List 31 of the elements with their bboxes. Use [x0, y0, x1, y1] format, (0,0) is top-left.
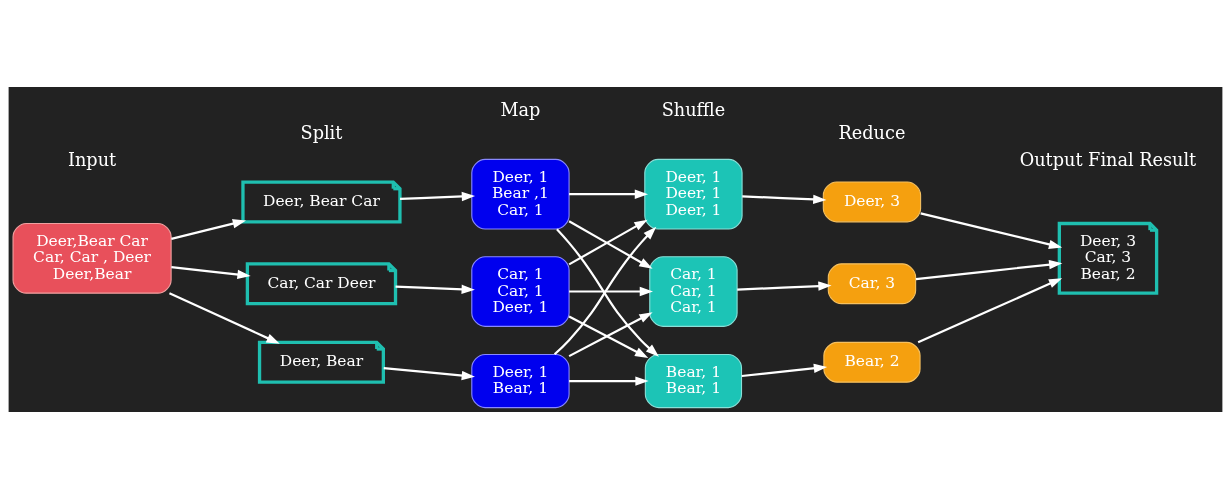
arrow	[171, 266, 251, 280]
node-box: Deer, 1 Deer, 1 Deer, 1	[644, 158, 743, 230]
label: Input	[67, 150, 117, 171]
node-box: Car, 1 Car, 1 Car, 1	[649, 256, 738, 327]
arrow	[569, 189, 649, 199]
arrow	[737, 281, 832, 291]
node-box: Deer,Bear Car Car, Car , Deer Deer,Bear	[12, 222, 172, 294]
node-box: Deer, 1 Bear ,1 Car, 1	[471, 158, 570, 230]
arrow	[569, 376, 649, 386]
arrow	[920, 212, 1063, 249]
arrow	[741, 363, 828, 378]
node-box: Car, 1 Car, 1 Deer, 1	[471, 256, 570, 327]
label: Output Final Result	[1019, 150, 1197, 171]
label: Reduce	[838, 122, 906, 143]
arrow	[742, 194, 827, 205]
label: Split	[300, 122, 343, 143]
node-box: Bear, 2	[823, 341, 921, 383]
arrow	[171, 219, 247, 240]
arrow	[383, 367, 475, 381]
label: Shuffle	[661, 99, 726, 120]
arrow	[395, 284, 475, 294]
node-box: Car, 3	[827, 263, 917, 305]
arrow	[915, 260, 1063, 281]
arrow	[169, 292, 280, 344]
arrow	[400, 191, 476, 202]
node-box: Deer, 1 Bear, 1	[471, 353, 570, 409]
node-box: Bear, 1 Bear, 1	[644, 353, 743, 409]
node-box: Deer, 3	[822, 181, 922, 223]
label: Map	[500, 99, 541, 120]
arrow	[569, 286, 653, 297]
arrow	[917, 278, 1063, 344]
